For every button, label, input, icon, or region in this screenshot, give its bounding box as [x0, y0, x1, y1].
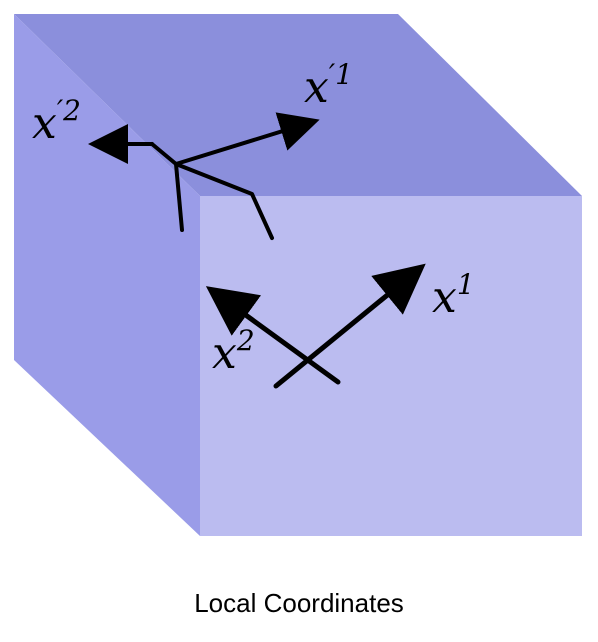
arrow-x1 [273, 263, 426, 389]
arrow-x1-prime [174, 112, 320, 166]
primed-coordinate-curves [88, 112, 320, 240]
cube-top-face [14, 14, 582, 196]
caption: Local Coordinates [194, 588, 404, 618]
label-x1: x1 [432, 268, 475, 323]
curve-x1-prime-leg [174, 162, 274, 240]
cube-front-face [200, 196, 582, 536]
label-x2-prime: x′2 [32, 94, 81, 149]
coordinate-arrows [205, 263, 426, 389]
arrow-x2 [205, 286, 341, 385]
label-x2: x2 [212, 324, 255, 379]
label-x1-prime: x′1 [304, 58, 353, 113]
cube-left-face [14, 14, 200, 536]
